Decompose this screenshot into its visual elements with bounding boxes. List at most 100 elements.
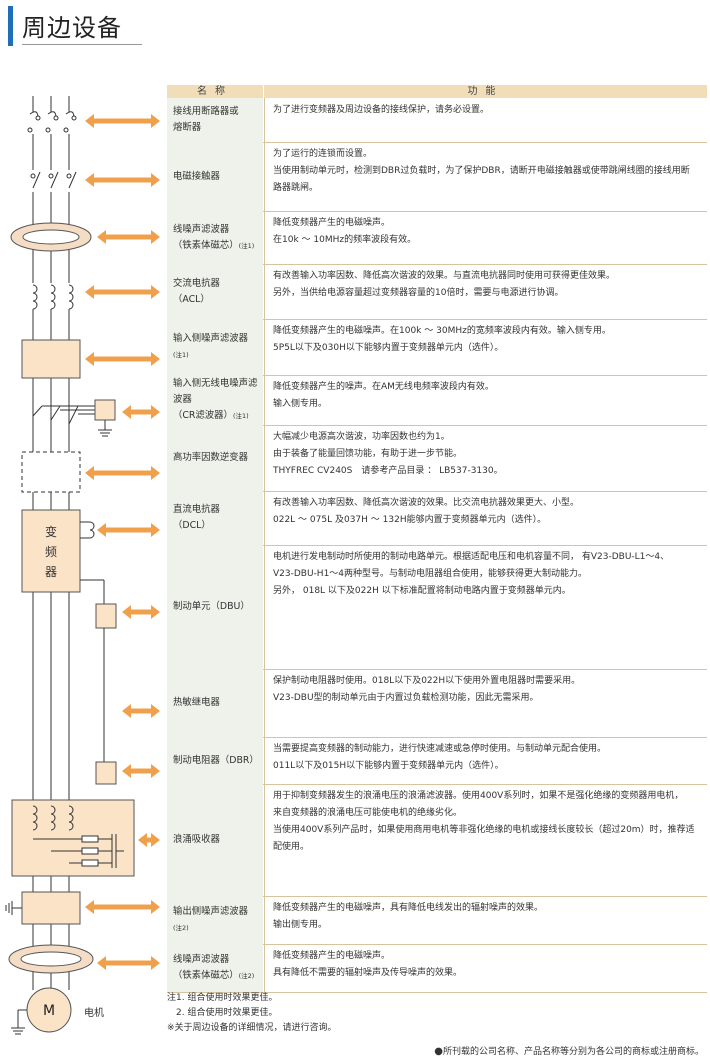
row-function-line: 011L以下及015H以下能够内置于变频器单元内（选件）。 [273,761,504,771]
row-function-cell: 降低变频器产生的电磁噪声。在100k ～ 30MHz的宽频率波段内有效。输入侧专… [264,319,707,375]
row-function-line: 来自变频器的浪涌电压可能使电机的绝缘劣化。 [273,808,463,818]
row-function-cell: 电机进行发电制动时所使用的制动电路单元。根据适配电压和电机容量不同， 有V23-… [264,545,707,669]
row-name-line: 交流电抗器 [173,277,220,289]
row-note: (注2) [173,924,189,932]
motor-symbol: M 电机 [11,987,104,1035]
row-note: (注1) [232,412,249,420]
row-function-line: 为了运行的连锁而设置。 [273,149,373,159]
row-name-cell: 直流电抗器（DCL） [167,491,263,545]
row-name-line: 制动单元（DBU） [173,601,250,612]
header-rule [22,44,142,45]
row-function-line: 路器跳闸。 [273,183,319,193]
ferrite-core-bottom [8,944,94,974]
table-row: 交流电抗器 （ACL） 有改善输入功率因数、降低高次谐波的效果。与直流电抗器同时使用… [167,264,707,320]
row-name-line: 熔断器 [173,122,202,133]
note-2: 2. 组合使用时效果更佳。 [167,1008,278,1018]
row-function-line: 输出侧专用。 [273,920,328,930]
row-function-line: 5P5L以下及030H以下能够内置于变频器单元内（选件）。 [273,343,504,353]
row-function-line: 大幅减少电源高次谐波，功率因数也约为1。 [273,432,450,442]
row-name-cell: 制动电阻器（DBR） [167,737,263,784]
row-function-line: 由于装备了能量回馈功能，有助于进一步节能。 [273,449,463,459]
row-name-line: 接线用断路器或 [173,106,239,117]
row-function-line: 用于抑制变频器发生的浪涌电压的浪涌滤波器。使用400V系列时，如果不是强化绝缘的… [273,791,684,801]
double-arrow-icon [85,114,160,128]
row-function-line: 降低变频器产生的电磁噪声。 [273,218,391,228]
row-name-line: 线噪声滤波器 [173,954,230,965]
row-function-cell: 大幅减少电源高次谐波，功率因数也约为1。由于装备了能量回馈功能，有助于进一步节能… [264,425,707,491]
arrow-group [85,114,160,970]
row-note: (注2) [238,972,255,980]
table-row: 浪涌吸收器用于抑制变频器发生的浪涌电压的浪涌滤波器。使用400V系列时，如果不是… [167,784,707,897]
table-row: 高功率因数逆变器大幅减少电源高次谐波，功率因数也约为1。由于装备了能量回馈功能，… [167,425,707,492]
table-row: 输入侧噪声滤波器 (注1) 降低变频器产生的电磁噪声。在100k ～ 30MHz的宽… [167,319,707,376]
table-row: 输入侧无线电噪声滤波器 （CR滤波器）(注1) 降低变频器产生的噪声。在AM无线电频… [167,375,707,426]
row-name-line: 输入侧噪声滤波器 [173,333,249,344]
row-function-line: 为了进行变频器及周边设备的接线保护，请务必设置。 [273,105,490,115]
row-name-cell: 输出侧噪声滤波器(注2) [167,896,263,944]
row-function-cell: 降低变频器产生的电磁噪声，具有降低电线发出的辐射噪声的效果。输出侧专用。 [264,896,707,944]
inverter-box [21,509,81,593]
note-3: ※关于周边设备的详细情况，请进行咨询。 [167,1023,337,1033]
row-name-cell: 高功率因数逆变器 [167,425,263,491]
row-name-line: （CR滤波器）(注1) [173,410,249,421]
row-name-line: 输入侧无线电噪声滤波器 [173,378,258,405]
row-name-cell: 线噪声滤波器（铁素体磁芯）(注1) [167,211,263,264]
row-function-line: 降低变频器产生的电磁噪声。 [273,951,391,961]
row-function-line: 降低变频器产生的电磁噪声。在100k ～ 30MHz的宽频率波段内有效。输入侧专… [273,326,611,336]
table-row: 制动电阻器（DBR） 当需要提高变频器的制动能力，进行快速减速或急停时使用。与制动… [167,737,707,785]
table-row: 电磁接触器为了运行的连锁而设置。当使用制动单元时，检测到DBR过负载时，为了保护… [167,142,707,212]
row-function-cell: 为了运行的连锁而设置。当使用制动单元时，检测到DBR过负载时，为了保护DBR，请… [264,142,707,211]
acl-coils [28,283,76,310]
row-name-cell: 热敏继电器 [167,669,263,737]
contactor-symbol [28,170,77,192]
footer-text: 所刊载的公司名称、产品名称等分别为各公司的商标或注册商标。 [442,1047,704,1057]
row-name-cell: 输入侧无线电噪声滤波器 （CR滤波器）(注1) [167,375,263,425]
row-name-line: 制动电阻器（DBR） [173,754,259,766]
row-function-cell: 有改善输入功率因数、降低高次谐波的效果。比交流电抗器效果更大、小型。022L ～… [264,491,707,545]
row-name-line: （铁素体磁芯）(注1) [173,239,255,251]
row-function-line: 当使用400V系列产品时，如果使用商用电机等非强化绝缘的电机或接线长度较长（超过… [273,825,695,835]
row-function-line: 另外， 018L 以下及022H 以下标准配置将制动电路内置于变频器单元内。 [273,586,571,596]
double-arrow-icon [85,352,160,366]
row-function-line: 输入侧专用。 [273,399,328,409]
note-1: 注1. 组合使用时效果更佳。 [167,993,278,1003]
row-name-line: （DCL） [173,520,211,531]
row-function-line: 降低变频器产生的噪声。在AM无线电频率波段内有效。 [273,382,494,392]
row-name-cell: 电磁接触器 [167,142,263,211]
surge-absorber-symbol [11,799,135,877]
double-arrow-icon [122,405,160,419]
bullet-icon: ● [434,1046,443,1057]
row-name-line: （ACL） [173,293,210,305]
row-function-cell: 降低变频器产生的噪声。在AM无线电频率波段内有效。输入侧专用。 [264,375,707,425]
row-function-cell: 降低变频器产生的电磁噪声。具有降低不需要的辐射噪声及传导噪声的效果。 [264,944,707,992]
row-name-line: (注1) [173,347,248,363]
row-function-cell: 当需要提高变频器的制动能力，进行快速减速或急停时使用。与制动单元配合使用。011… [264,737,707,784]
double-arrow-icon [85,900,160,914]
header-accent-bar [8,6,13,46]
table-row: 线噪声滤波器（铁素体磁芯）(注2)降低变频器产生的电磁噪声。具有降低不需要的辐射… [167,944,707,993]
table-row: 输出侧噪声滤波器(注2)降低变频器产生的电磁噪声，具有降低电线发出的辐射噪声的效… [167,896,707,945]
col-header-function: 功能 [264,85,707,98]
row-function-line: 022L ～ 075L 及037H ～ 132H能够内置于变频器单元内（选件）。 [273,515,547,525]
table-row: 热敏继电器保护制动电阻器时使用。018L以下及022H以下使用外置电阻器时需要采… [167,669,707,738]
double-arrow-icon [97,523,160,537]
page-header: 周边设备 [8,6,708,46]
row-name-cell: 交流电抗器 （ACL） [167,264,263,319]
row-name-line: 热敏继电器 [173,697,220,708]
inverter-label-3: 器 [45,565,57,579]
col-header-name: 名称 [167,85,263,98]
table-row: 直流电抗器（DCL）有改善输入功率因数、降低高次谐波的效果。比交流电抗器效果更大… [167,491,707,546]
row-name-cell: 线噪声滤波器（铁素体磁芯）(注2) [167,944,263,992]
input-noise-filter-box [21,339,81,379]
row-function-cell: 有改善输入功率因数、降低高次谐波的效果。与直流电抗器同时使用可获得更佳效果。另外… [264,264,707,319]
notes: 注1. 组合使用时效果更佳。 2. 组合使用时效果更佳。 ※关于周边设备的详细情… [167,991,337,1036]
double-arrow-icon [85,466,160,480]
table-row: 制动单元（DBU） 电机进行发电制动时所使用的制动电路单元。根据适配电压和电机容量… [167,545,707,670]
row-function-line: V23-DBU型的制动单元由于内置过负载检测功能，因此无需采用。 [273,693,539,703]
double-arrow-icon [97,956,160,970]
row-function-line: 降低变频器产生的电磁噪声，具有降低电线发出的辐射噪声的效果。 [273,903,544,913]
row-function-cell: 用于抑制变频器发生的浪涌电压的浪涌滤波器。使用400V系列时，如果不是强化绝缘的… [264,784,707,896]
power-factor-converter-box [21,451,81,493]
double-arrow-icon [85,285,160,299]
ferrite-core-top [10,222,92,252]
